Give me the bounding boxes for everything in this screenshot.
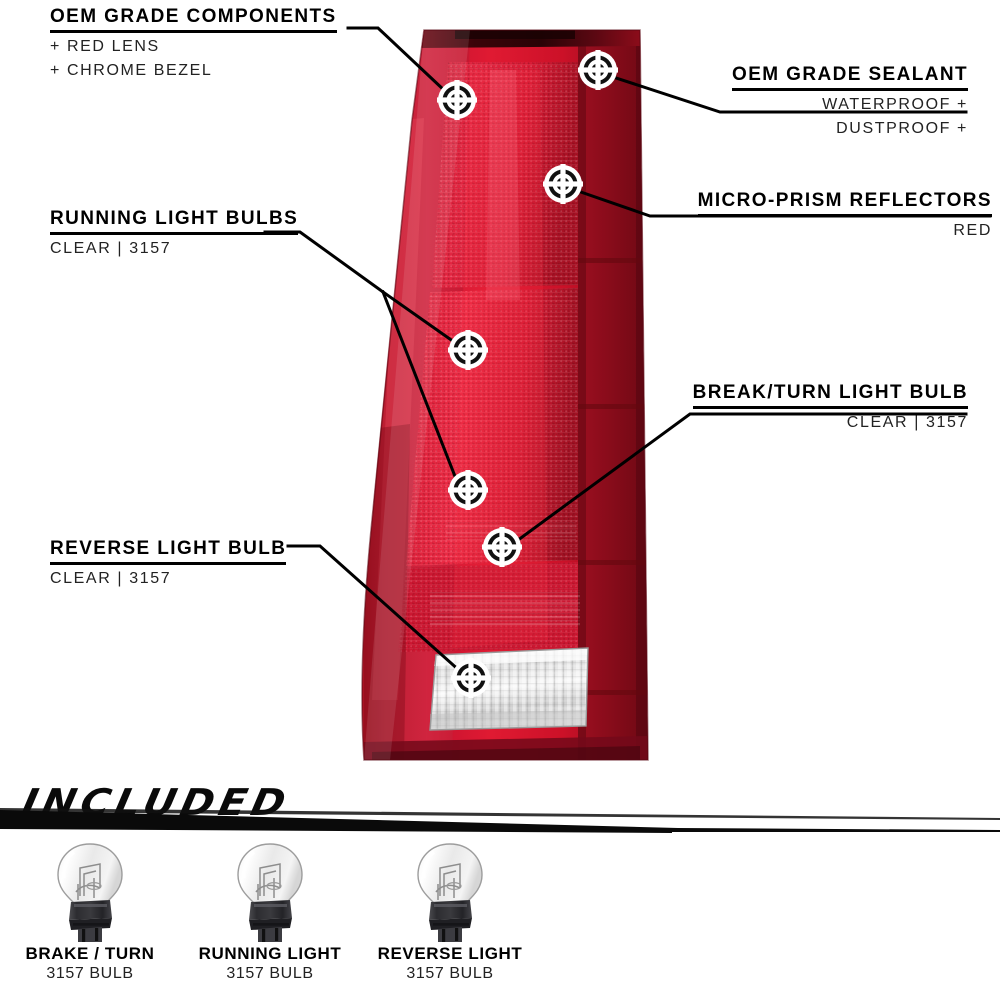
callout-subline: DUSTPROOF +: [836, 120, 968, 138]
leader-running-branch-b: [381, 290, 460, 486]
callout-break-turn-light-bulb: BREAK/TURN LIGHT BULB CLEAR | 3157: [692, 382, 968, 433]
marker-reverse-light[interactable]: [451, 658, 491, 698]
bulb-label: RUNNING LIGHT: [198, 944, 342, 963]
callout-title: MICRO-PRISM REFLECTORS: [697, 190, 992, 217]
leader-oem-sealant: [608, 74, 968, 114]
bulb-icon: [237, 843, 303, 942]
bulb-icon: [417, 843, 483, 942]
included-bulb-item: REVERSE LIGHT 3157 BULB: [360, 838, 540, 983]
marker-oem-sealant[interactable]: [578, 50, 618, 90]
bulb-spec: 3157 BULB: [406, 965, 494, 982]
callout-reverse-light-bulb: REVERSE LIGHT BULB CLEAR | 3157: [50, 538, 287, 589]
lens-body: [361, 29, 649, 761]
callout-subline: RED: [953, 221, 992, 239]
included-bulb-item: BRAKE / TURN 3157 BULB: [0, 838, 180, 983]
included-bulb-item: RUNNING LIGHT 3157 BULB: [180, 838, 360, 983]
callout-subline: + CHROME BEZEL: [50, 62, 213, 80]
callout-running-light-bulbs: RUNNING LIGHT BULBS CLEAR | 3157: [50, 208, 299, 259]
callout-subline: + RED LENS: [50, 37, 160, 55]
leader-running-branch-a: [380, 289, 460, 347]
marker-micro-prism[interactable]: [543, 164, 583, 204]
callout-subline: CLEAR | 3157: [846, 413, 968, 431]
marker-running-light-upper[interactable]: [448, 330, 488, 370]
callout-subline: CLEAR | 3157: [50, 239, 172, 257]
marker-oem-components[interactable]: [437, 80, 477, 120]
bulb-label: REVERSE LIGHT: [377, 944, 523, 963]
leader-oem-components: [346, 26, 449, 95]
included-banner-bar: [0, 808, 1000, 833]
callout-micro-prism-reflectors: MICRO-PRISM REFLECTORS RED: [697, 190, 992, 241]
callout-markers: [437, 50, 618, 698]
leader-reverse: [286, 544, 464, 675]
callout-subline: WATERPROOF +: [822, 95, 968, 113]
bulb-spec: 3157 BULB: [226, 965, 314, 982]
callout-oem-grade-components: OEM GRADE COMPONENTS + RED LENS + CHROME…: [50, 6, 337, 82]
callout-title: BREAK/TURN LIGHT BULB: [692, 382, 968, 409]
callout-title: REVERSE LIGHT BULB: [50, 538, 287, 565]
callout-title: RUNNING LIGHT BULBS: [50, 208, 299, 235]
reverse-lens: [429, 647, 589, 731]
marker-running-light-lower[interactable]: [448, 470, 488, 510]
tail-light-illustration: [263, 26, 992, 761]
callout-title: OEM GRADE COMPONENTS: [50, 6, 337, 33]
callout-subline: CLEAR | 3157: [50, 569, 172, 587]
callout-oem-grade-sealant: OEM GRADE SEALANT WATERPROOF + DUSTPROOF…: [732, 64, 968, 140]
leader-brake-turn: [511, 412, 968, 546]
bulb-spec: 3157 BULB: [46, 965, 134, 982]
bulb-label: BRAKE / TURN: [25, 944, 155, 963]
marker-break-turn[interactable]: [482, 527, 522, 567]
bulb-icon: [57, 843, 123, 942]
callout-title: OEM GRADE SEALANT: [732, 64, 968, 91]
